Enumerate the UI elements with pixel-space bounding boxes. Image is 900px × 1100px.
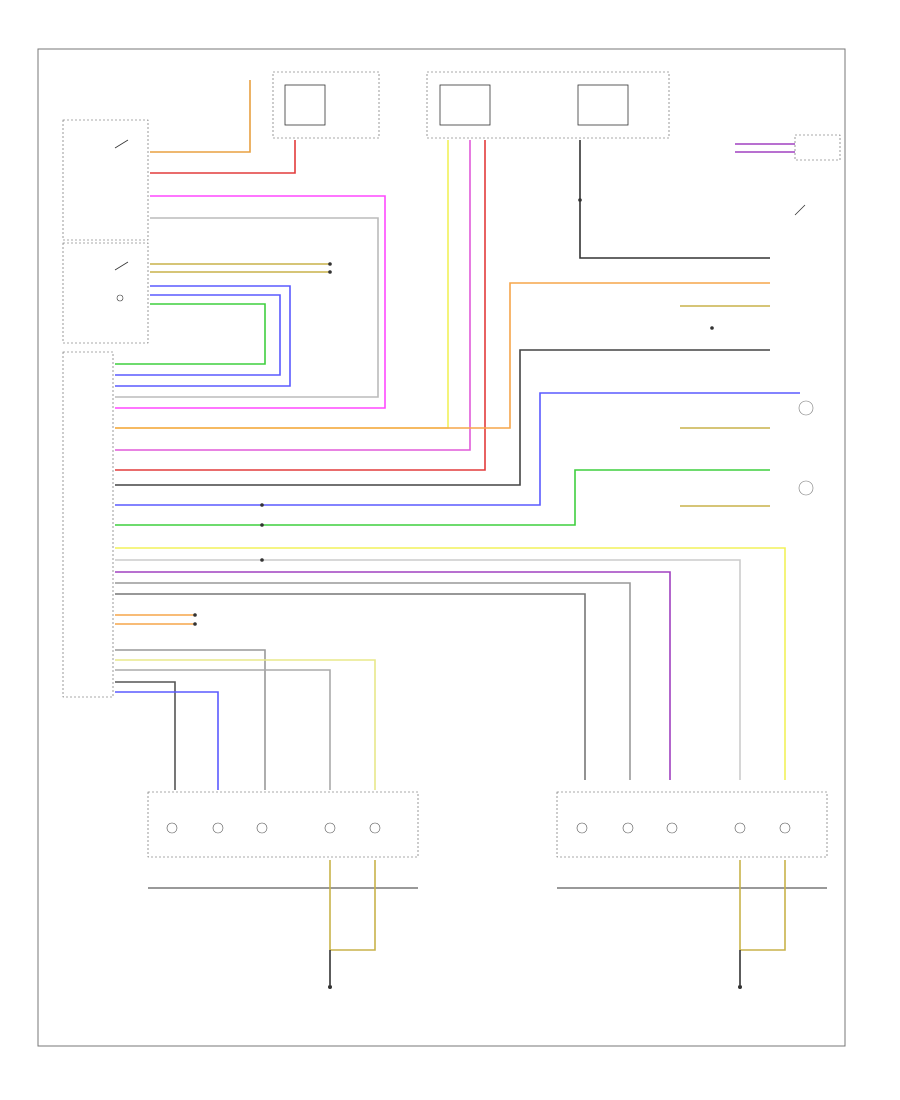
bulb-icon	[369, 822, 381, 834]
wire-magenta-1	[115, 195, 386, 409]
fuse-box-right	[426, 71, 670, 139]
wire-blue-low	[115, 691, 219, 790]
switch-wires	[115, 80, 386, 409]
bulb-icon	[576, 822, 588, 834]
wire-yellow-fuse	[115, 140, 449, 429]
instrument-cluster	[735, 134, 841, 161]
splice-points	[193, 198, 714, 626]
wire-grey-1	[115, 217, 379, 398]
main-harness	[115, 140, 800, 780]
lamp-icon	[798, 400, 814, 416]
left-headlamp	[147, 791, 419, 889]
wire-grey-low-1	[115, 649, 266, 790]
wire-grey-low-2	[115, 669, 331, 790]
bulb-icon	[734, 822, 746, 834]
wire-blue-1	[115, 285, 291, 387]
side-marker-lamps	[798, 400, 814, 496]
wire-green-1	[115, 303, 266, 365]
bulb-icon	[666, 822, 678, 834]
connector-stubs	[115, 305, 770, 625]
fuse-box-left	[272, 71, 380, 139]
wire-blue-long	[115, 392, 800, 506]
wire-grey-2	[115, 582, 631, 780]
bulb-icon	[622, 822, 634, 834]
wire-purple-long	[115, 571, 671, 780]
bulb-icon	[166, 822, 178, 834]
left-lower-harness	[115, 649, 376, 790]
wire-red-fuse	[115, 140, 486, 471]
bulb-icon	[212, 822, 224, 834]
bulb-icon	[256, 822, 268, 834]
wire-dark-1	[115, 349, 770, 486]
ground-left	[328, 860, 376, 989]
wire-yellow-long	[115, 547, 786, 780]
wire-orange-long	[115, 282, 770, 429]
switch-panel	[62, 119, 149, 241]
lamp-icon	[798, 480, 814, 496]
wire-dark-low	[115, 681, 176, 790]
wire-grey-3	[115, 593, 586, 780]
wire-blue-2	[115, 294, 281, 376]
ground-right	[738, 860, 786, 989]
hazard-switch	[794, 204, 806, 216]
headlamp-switch	[62, 242, 149, 344]
wire-yellow-low	[115, 659, 376, 790]
diagram-border	[37, 48, 846, 1047]
central-module	[62, 351, 114, 698]
wire-pink-fuse	[115, 140, 471, 451]
wire-dark-fuse	[579, 140, 770, 259]
wire-grey-long	[115, 559, 741, 780]
wire-red-top	[150, 140, 296, 174]
wire-orange-top	[150, 80, 251, 153]
bulb-icon	[779, 822, 791, 834]
wire-green-long	[115, 469, 770, 526]
bulb-icon	[324, 822, 336, 834]
right-headlamp	[556, 791, 828, 889]
